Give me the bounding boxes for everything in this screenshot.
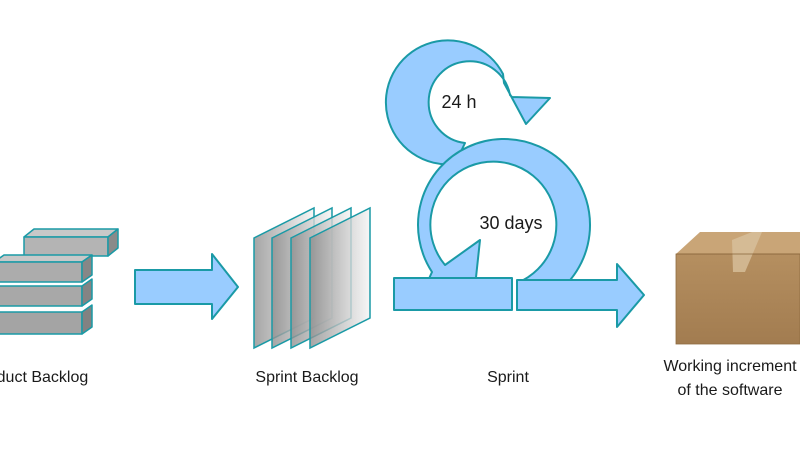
product-backlog-icon: [0, 228, 119, 335]
increment-box-icon: [675, 232, 800, 345]
sprint-backlog-label: Sprint Backlog: [255, 369, 358, 386]
increment-label-line2: of the software: [678, 382, 783, 399]
sprint-cycle-icon: [384, 39, 645, 328]
sprint-label: Sprint: [487, 369, 529, 386]
sprint-cycle-label: 30 days: [479, 213, 542, 233]
sprint-exit-arrow: [516, 263, 645, 328]
product-backlog-label: Product Backlog: [0, 369, 88, 386]
sprint-base-bar: [393, 277, 513, 311]
increment-label-line1: Working increment: [663, 358, 797, 375]
sprint-backlog-icon: [253, 206, 371, 350]
flow-arrow-1: [134, 253, 239, 320]
daily-cycle-label: 24 h: [441, 92, 476, 112]
